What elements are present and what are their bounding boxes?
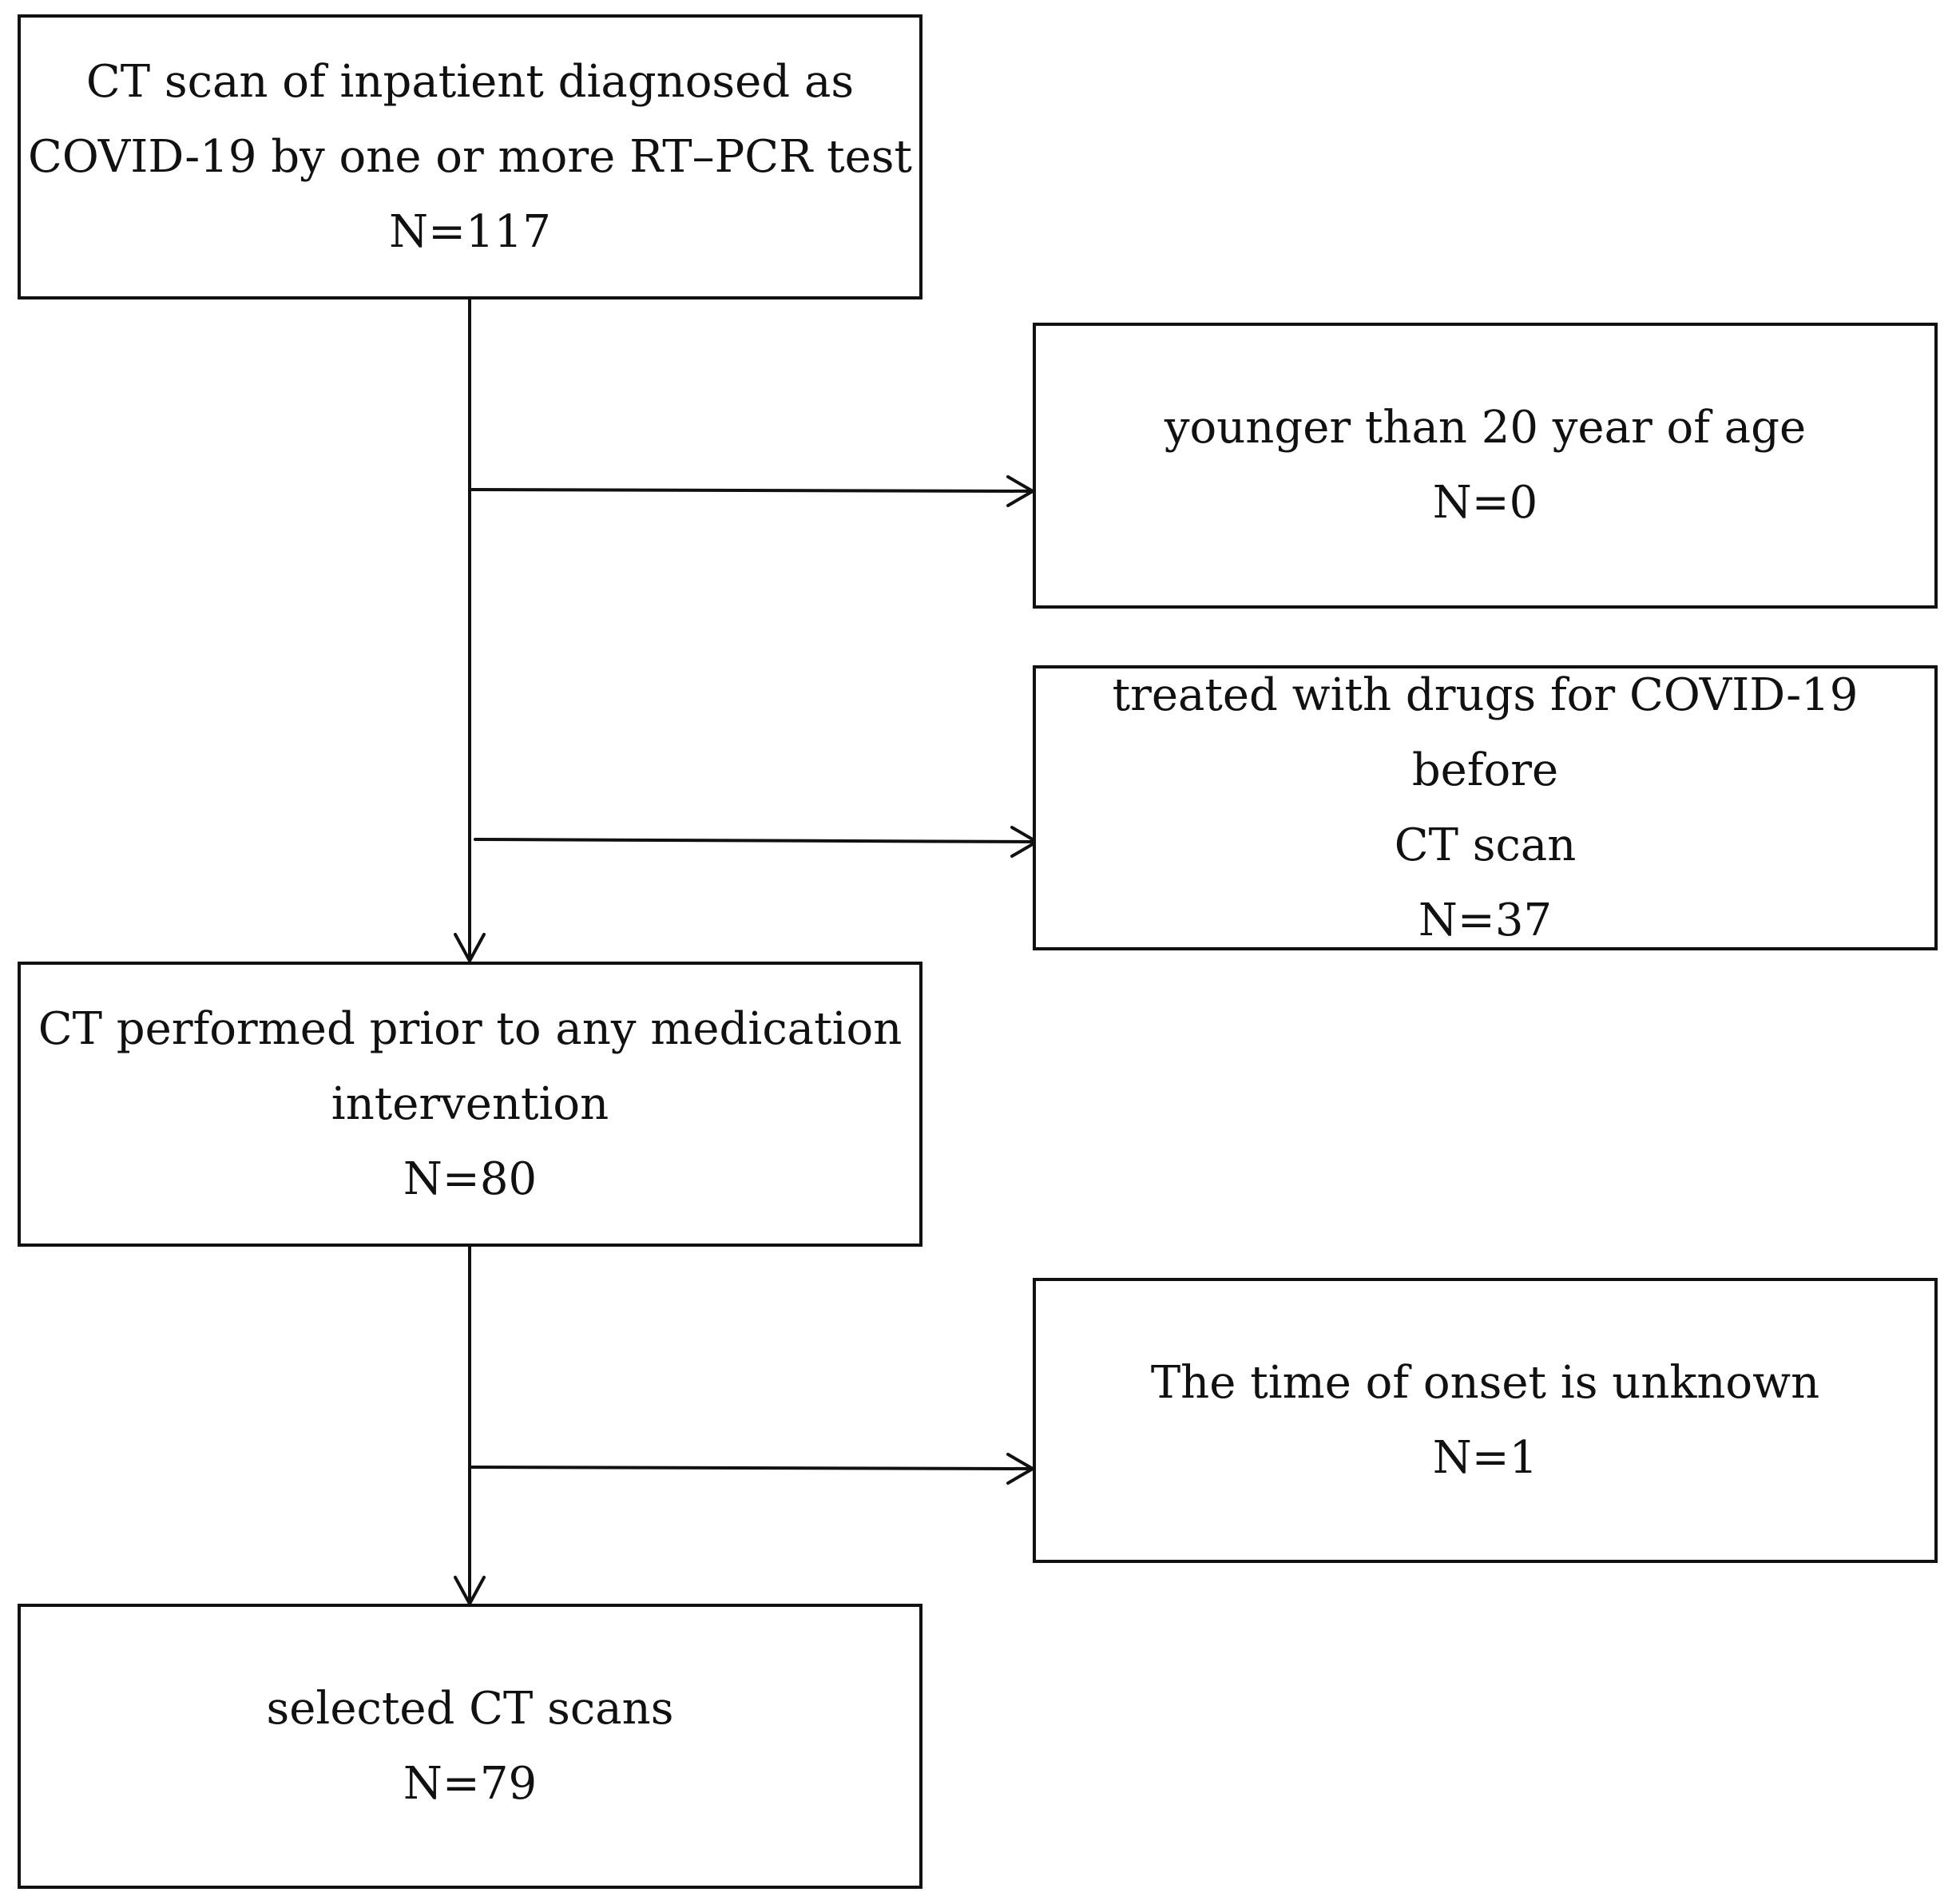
final-box: selected CT scans N=79 xyxy=(18,1604,922,1889)
exclusion-drugs-line-1: treated with drugs for COVID-19 before xyxy=(1112,668,1859,796)
middle-box-count: N=80 xyxy=(403,1152,538,1205)
exclusion-onset-box: The time of onset is unknown N=1 xyxy=(1033,1278,1938,1563)
start-box-line-2: COVID-19 by one or more RT–PCR test xyxy=(28,130,912,183)
start-box-count: N=117 xyxy=(389,205,551,258)
middle-box-line-2: intervention xyxy=(331,1077,609,1130)
exclusion-drugs-box: treated with drugs for COVID-19 before C… xyxy=(1033,665,1938,950)
middle-box: CT performed prior to any medication int… xyxy=(18,962,922,1247)
connector-to-exclusion-drugs xyxy=(474,838,1038,843)
middle-box-line-1: CT performed prior to any medication xyxy=(38,1002,903,1055)
exclusion-age-line-1: younger than 20 year of age xyxy=(1164,402,1807,454)
exclusion-age-box: younger than 20 year of age N=0 xyxy=(1033,323,1938,609)
exclusion-onset-count: N=1 xyxy=(1432,1431,1538,1484)
exclusion-drugs-count: N=37 xyxy=(1418,894,1553,946)
exclusion-age-count: N=0 xyxy=(1432,477,1538,529)
final-box-line-1: selected CT scans xyxy=(266,1682,674,1735)
exclusion-onset-line-1: The time of onset is unknown xyxy=(1150,1356,1820,1409)
final-box-count: N=79 xyxy=(403,1757,538,1810)
arrowhead-middle xyxy=(454,933,486,962)
connector-to-exclusion-age xyxy=(468,488,1034,493)
start-box-line-1: CT scan of inpatient diagnosed as xyxy=(85,55,855,108)
exclusion-drugs-line-2: CT scan xyxy=(1394,819,1577,871)
connector-to-exclusion-onset xyxy=(468,1466,1034,1470)
start-box: CT scan of inpatient diagnosed as COVID-… xyxy=(18,14,922,299)
